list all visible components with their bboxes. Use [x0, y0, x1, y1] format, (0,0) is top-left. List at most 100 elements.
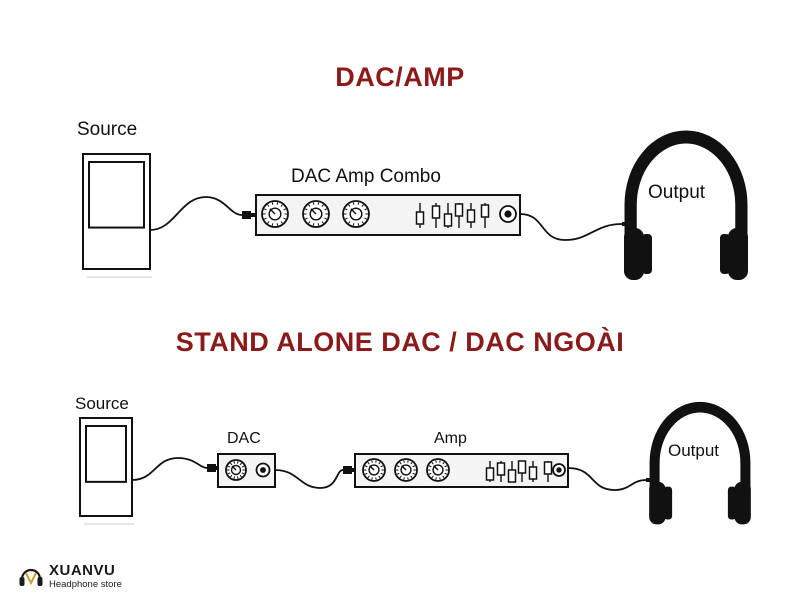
amp-knob-1-tick [367, 475, 370, 479]
amp-knob-3-tick [428, 465, 432, 468]
logo-name: XUANVU [49, 562, 116, 579]
combo-fader-6-cap [480, 204, 490, 218]
combo-fader-2-cap [431, 205, 441, 219]
amp-knob-1-tick [371, 477, 373, 480]
amp-knob-1-tick [380, 472, 384, 475]
amp-knob-3-tick [444, 472, 448, 475]
amp-knob-1-pointer [369, 465, 375, 471]
bottom-source-player-screen [85, 425, 127, 483]
combo-knob-3-tick [348, 204, 351, 207]
combo-knob-1-tick [267, 221, 270, 224]
amp-knob-1-tick [380, 465, 384, 468]
combo-knob-1-tick [283, 208, 287, 211]
amp-knob-2-tick [407, 460, 409, 463]
bottom-dac-label: DAC [227, 430, 261, 447]
bottom-cable-amp-to-headphones [567, 467, 647, 491]
combo-knob-1-pointer [269, 208, 276, 215]
bottom-diagram-title: STAND ALONE DAC / DAC NGOÀI [175, 327, 625, 357]
combo-knob-2-pointer [310, 208, 317, 215]
amp-knob-1-tick [371, 460, 373, 463]
amp-knob-3-tick [428, 472, 432, 475]
dac-knob-tick [241, 472, 245, 475]
dac-knob-tick [239, 474, 243, 478]
combo-knob-1-tick [263, 217, 267, 220]
amp-knob-3-tick [442, 461, 445, 465]
amp-fader-5-cap [528, 466, 538, 480]
combo-knob-1-tick [280, 221, 283, 224]
combo-knob-2-tick [312, 202, 315, 205]
bottom-amp-input-plug-body [343, 466, 352, 474]
dac-knob-tick [227, 472, 231, 475]
combo-knob-3-tick [352, 202, 355, 205]
dac-knob-tick [227, 465, 231, 468]
combo-knob-1-tick [283, 217, 287, 220]
combo-knob-2-tick [304, 208, 308, 211]
combo-knob-1-tick [263, 208, 267, 211]
amp-knob-3-tick [431, 475, 434, 479]
dac-output-jack-hole [260, 467, 266, 473]
amp-knob-3-tick [439, 460, 441, 463]
combo-body [255, 194, 521, 236]
amp-knob-3-tick [444, 465, 448, 468]
amp-fader-3-cap [507, 469, 517, 483]
dac-knob-tick [233, 476, 236, 479]
amp-knob-1-tick [375, 477, 377, 480]
combo-knob-2-tick [308, 204, 311, 207]
amp-knob-1-tick [378, 461, 381, 465]
amp-knob-2-tick [410, 475, 413, 479]
top-output-headphones-band-highlight [636, 143, 736, 240]
combo-knob-3-tick [364, 217, 368, 220]
bottom-output-headphones-band [649, 401, 751, 497]
amp-knob-3-tick [431, 461, 434, 465]
combo-knob-1-tick [271, 202, 274, 205]
top-source-label: Source [77, 119, 138, 140]
amp-knob-3-tick [435, 460, 437, 463]
combo-output-jack-hole [504, 210, 512, 218]
bottom-output-headphones-right-pad [727, 486, 737, 520]
combo-knob-2-tick [312, 223, 315, 226]
combo-knob-1-tick [271, 223, 274, 226]
amp-knob-3-tick [439, 477, 441, 480]
top-combo-input-plug-body [242, 211, 251, 219]
combo-fader-3-cap [443, 213, 453, 227]
amp-knob-1-tick [367, 461, 370, 465]
amp-knob-1-tick [375, 460, 377, 463]
combo-knob-3-tick [344, 217, 348, 220]
bottom-output-headphones-left-pad [663, 486, 673, 520]
bottom-headphone-plug-tip [646, 478, 651, 482]
amp-fader-6-cap [543, 461, 553, 475]
logo-tagline: Headphone store [49, 579, 122, 590]
bottom-dac-input-plug-body [207, 464, 216, 472]
amp-fader-2-cap [496, 462, 506, 476]
amp-knob-2-pointer [401, 465, 407, 471]
combo-knob-2-tick [324, 217, 328, 220]
amp-fader-4-cap [517, 460, 527, 474]
bottom-cable-source-to-dac [131, 457, 208, 481]
amp-knob-3-tick [435, 477, 437, 480]
bottom-amp-label: Amp [434, 430, 467, 447]
combo-knob-3-tick [364, 208, 368, 211]
combo-knob-2-tick [317, 223, 320, 226]
top-output-headphones-left-pad [642, 234, 652, 274]
combo-knob-3-pointer [350, 208, 357, 215]
amp-knob-2-tick [396, 472, 400, 475]
dac-amp-combo-unit [255, 194, 521, 236]
combo-knob-2-tick [304, 217, 308, 220]
top-output-headphones-band [624, 130, 748, 247]
dac-knob-tick [239, 462, 243, 466]
top-source-player [82, 153, 152, 278]
combo-knob-1-tick [276, 223, 279, 226]
top-combo-input-plug-tip [251, 213, 256, 217]
combo-knob-2-tick [321, 221, 324, 224]
top-output-label: Output [648, 182, 706, 203]
dac-knob-tick [233, 461, 236, 464]
dac-knob-tick [236, 461, 239, 464]
amp-knob-2-tick [407, 477, 409, 480]
bottom-output-headphones [649, 401, 751, 525]
amp-knob-3-pointer [433, 465, 439, 471]
top-combo-input-plug [242, 211, 256, 219]
bottom-output-label: Output [668, 441, 720, 460]
top-cable-combo-to-headphones [519, 213, 623, 241]
combo-knob-3-tick [361, 204, 364, 207]
